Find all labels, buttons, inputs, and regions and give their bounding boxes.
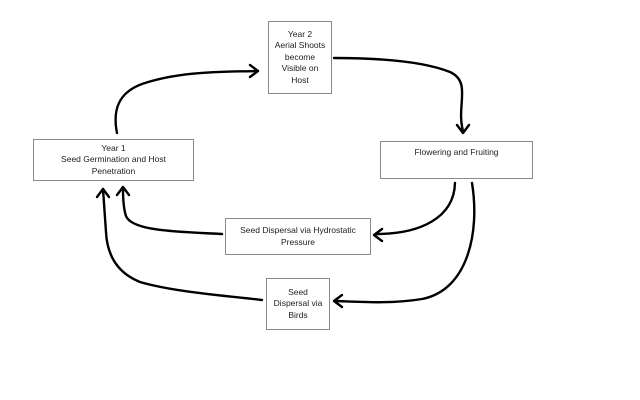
arrow-year1-to-year2 — [114, 69, 258, 135]
arrowhead-year2-to-flowering — [455, 123, 471, 135]
node-year2-line: become — [284, 51, 316, 62]
arrow-hydrostatic-to-year1 — [121, 187, 224, 236]
node-birds-line: Seed — [288, 286, 308, 297]
node-year2-line: Visible on — [281, 63, 319, 74]
arrow-flowering-to-hydrostatic — [374, 181, 457, 236]
arrowhead-flowering-to-hydrostatic — [372, 227, 384, 243]
node-hydrostatic-line: Pressure — [280, 236, 315, 247]
node-year2-line: Year 2 — [287, 28, 313, 39]
node-hydrostatic-line: Seed Dispersal via Hydrostatic — [240, 225, 356, 235]
arrow-flowering-to-birds — [334, 181, 476, 304]
node-year1-line: Year 1 — [101, 142, 126, 153]
node-year1-line: Penetration — [91, 165, 136, 176]
arrow-year2-to-flowering — [332, 56, 465, 133]
arrowhead-birds-to-year1 — [95, 187, 111, 199]
node-year1-line: Seed Germination and Host — [61, 154, 166, 165]
node-year1: Year 1 Seed Germination and Host Penetra… — [33, 139, 194, 181]
node-birds-line: Dispersal via — [273, 298, 323, 309]
node-year2-line: Host — [291, 74, 309, 85]
node-birds: Seed Dispersal via Birds — [266, 278, 330, 330]
arrowhead-hydrostatic-to-year1 — [115, 185, 131, 197]
node-birds-line: Birds — [288, 309, 308, 320]
node-flowering: Flowering and Fruiting — [380, 141, 533, 179]
node-flowering-line: Flowering and Fruiting — [414, 147, 499, 157]
node-year2: Year 2 Aerial Shoots become Visible on H… — [268, 21, 332, 94]
arrowhead-flowering-to-birds — [332, 293, 344, 309]
arrowhead-year1-to-year2 — [248, 63, 260, 79]
node-year2-line: Aerial Shoots — [274, 40, 326, 51]
node-hydrostatic: Seed Dispersal via Hydrostatic Pressure — [225, 218, 371, 255]
arrow-birds-to-year1 — [101, 187, 264, 302]
